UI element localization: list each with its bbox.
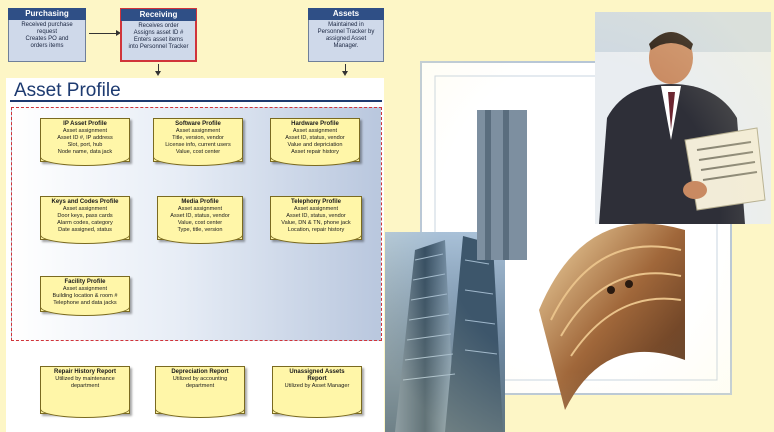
purchasing-line: Creates PO and bbox=[25, 36, 69, 42]
receiving-line: into Personnel Tracker bbox=[128, 44, 189, 50]
doc-line: Asset assignment bbox=[177, 206, 223, 212]
purchasing-line: orders items bbox=[30, 43, 64, 49]
flow-arrow-down bbox=[155, 64, 161, 76]
doc-title: Software Profile bbox=[175, 121, 221, 127]
asset-profile-title: Asset Profile bbox=[14, 80, 121, 101]
doc-line: Asset assignment bbox=[293, 206, 339, 212]
keys-and-codes-profile-doc: Keys and Codes Profile Asset assignment … bbox=[40, 196, 130, 244]
title-divider bbox=[10, 100, 382, 102]
flow-arrow bbox=[89, 30, 121, 36]
flow-arrow-down bbox=[342, 64, 348, 76]
assets-line: assigned Asset bbox=[325, 36, 367, 42]
purchasing-title: Purchasing bbox=[8, 8, 86, 20]
business-collage-image bbox=[385, 0, 774, 432]
doc-line: Value, cost center bbox=[175, 149, 221, 155]
doc-line: Type, title, version bbox=[177, 227, 223, 233]
doc-line: Value, DN & TN, phone jack bbox=[281, 220, 351, 226]
doc-line: Asset ID, status, vendor bbox=[170, 213, 230, 219]
doc-line: Door keys, pass cards bbox=[57, 213, 113, 219]
assets-line: Maintained in bbox=[328, 22, 364, 28]
doc-title: Repair History Report bbox=[53, 369, 116, 375]
doc-line: Asset ID #, IP address bbox=[57, 135, 113, 141]
doc-line: Asset assignment bbox=[62, 206, 108, 212]
doc-line: Asset repair history bbox=[291, 149, 339, 155]
receiving-title: Receiving bbox=[121, 9, 196, 21]
assets-box: Assets Maintained in Personnel Tracker b… bbox=[308, 8, 384, 62]
doc-line: Title, version, vendor bbox=[172, 135, 224, 141]
doc-line: department bbox=[185, 383, 215, 389]
doc-line: Building location & room # bbox=[52, 293, 118, 299]
doc-line: Asset assignment bbox=[62, 128, 108, 134]
doc-line: Asset ID, status, vendor bbox=[285, 135, 345, 141]
doc-line: Telephone and data jacks bbox=[53, 300, 117, 306]
telephony-profile-doc: Telephony Profile Asset assignment Asset… bbox=[270, 196, 362, 244]
doc-line: Asset ID, status, vendor bbox=[286, 213, 346, 219]
assets-line: Manager. bbox=[333, 43, 359, 49]
purchasing-box: Purchasing Received purchase request Cre… bbox=[8, 8, 86, 62]
purchasing-line: request bbox=[36, 29, 57, 35]
doc-line: Asset assignment bbox=[175, 128, 221, 134]
doc-line: Asset assignment bbox=[62, 286, 108, 292]
assets-line: Personnel Tracker by bbox=[317, 29, 375, 35]
facility-profile-doc: Facility Profile Asset assignment Buildi… bbox=[40, 276, 130, 316]
doc-title: Facility Profile bbox=[64, 279, 106, 285]
doc-line: Utilized by accounting bbox=[172, 376, 228, 382]
media-profile-doc: Media Profile Asset assignment Asset ID,… bbox=[157, 196, 243, 244]
doc-title: Depreciation Report bbox=[171, 369, 229, 375]
receiving-box: Receiving Receives order Assigns asset I… bbox=[120, 8, 197, 62]
receiving-line: Receives order bbox=[138, 23, 179, 29]
doc-title: Media Profile bbox=[181, 199, 219, 205]
doc-line: Value, cost center bbox=[177, 220, 223, 226]
doc-title: Hardware Profile bbox=[291, 121, 339, 127]
assets-title: Assets bbox=[308, 8, 384, 20]
doc-title: IP Asset Profile bbox=[63, 121, 107, 127]
doc-line: Location, repair history bbox=[287, 227, 345, 233]
doc-line: Alarm codes, category bbox=[57, 220, 113, 226]
purchasing-line: Received purchase bbox=[21, 22, 73, 28]
unassigned-assets-report-doc: Unassigned Assets Report Utilized by Ass… bbox=[272, 366, 362, 418]
doc-line: Node name, data jack bbox=[57, 149, 113, 155]
doc-title: Keys and Codes Profile bbox=[51, 199, 119, 205]
ip-asset-profile-doc: IP Asset Profile Asset assignment Asset … bbox=[40, 118, 130, 166]
receiving-line: Enters asset items bbox=[133, 37, 184, 43]
doc-line: department bbox=[70, 383, 100, 389]
doc-line: Utilized by Asset Manager bbox=[284, 383, 350, 389]
doc-title: Telephony Profile bbox=[291, 199, 341, 205]
doc-line: Asset assignment bbox=[292, 128, 338, 134]
software-profile-doc: Software Profile Asset assignment Title,… bbox=[153, 118, 243, 166]
receiving-line: Assigns asset ID # bbox=[133, 30, 184, 36]
doc-line: License info, current users bbox=[165, 142, 231, 148]
depreciation-report-doc: Depreciation Report Utilized by accounti… bbox=[155, 366, 245, 418]
doc-line: Date assigned, status bbox=[58, 227, 112, 233]
repair-history-report-doc: Repair History Report Utilized by mainte… bbox=[40, 366, 130, 418]
doc-line: Report bbox=[307, 376, 327, 382]
doc-line: Value and depriciation bbox=[287, 142, 343, 148]
doc-line: Slot, port, hub bbox=[67, 142, 103, 148]
doc-title: Unassigned Assets bbox=[289, 369, 345, 375]
doc-line: Utilized by maintenance bbox=[55, 376, 115, 382]
hardware-profile-doc: Hardware Profile Asset assignment Asset … bbox=[270, 118, 360, 166]
